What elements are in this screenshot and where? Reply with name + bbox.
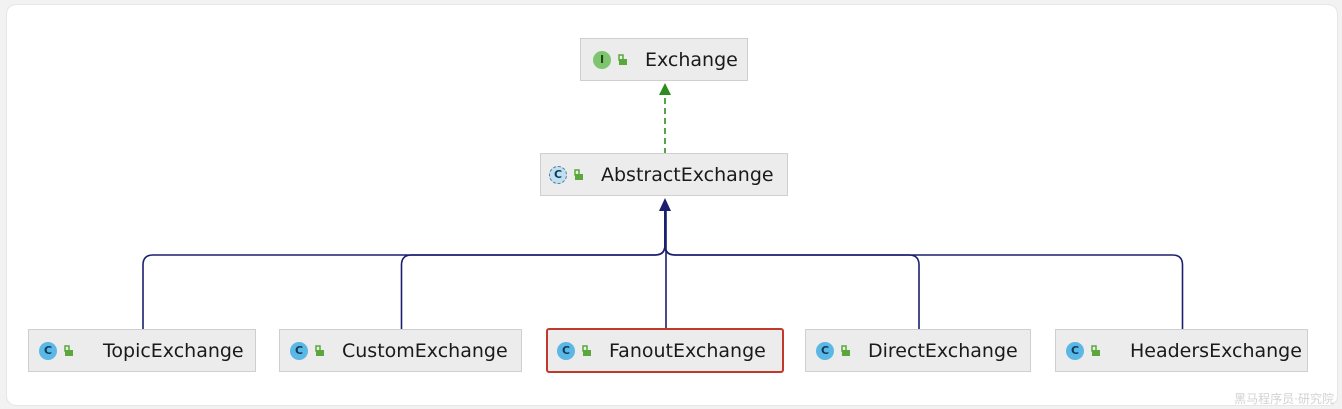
implements-arrowhead bbox=[659, 83, 671, 95]
node-label: HeadersExchange bbox=[1130, 339, 1302, 362]
node-label: CustomExchange bbox=[342, 339, 508, 362]
extends-arrowhead bbox=[659, 198, 671, 211]
lock-icon bbox=[841, 344, 850, 356]
node-custom-exchange[interactable]: C CustomExchange bbox=[279, 329, 522, 372]
inheritance-links bbox=[142, 83, 1184, 330]
node-label: AbstractExchange bbox=[601, 163, 774, 186]
node-label: Exchange bbox=[645, 48, 738, 71]
lock-icon bbox=[574, 168, 583, 180]
node-label: DirectExchange bbox=[868, 339, 1018, 362]
interface-icon: I bbox=[593, 50, 611, 69]
node-label: FanoutExchange bbox=[609, 339, 766, 362]
lock-icon bbox=[618, 53, 627, 65]
node-direct-exchange[interactable]: C DirectExchange bbox=[805, 329, 1031, 372]
class-icon: C bbox=[290, 341, 308, 360]
edge-topic-to-abstract bbox=[142, 209, 666, 330]
edge-direct-to-abstract bbox=[664, 209, 920, 330]
lock-icon bbox=[1091, 344, 1100, 356]
node-headers-exchange[interactable]: C HeadersExchange bbox=[1055, 329, 1308, 372]
edge-custom-to-abstract bbox=[400, 209, 666, 330]
lock-icon bbox=[582, 344, 591, 356]
class-icon: C bbox=[816, 341, 834, 360]
watermark: 黑马程序员·研究院 bbox=[1234, 392, 1334, 406]
node-label: TopicExchange bbox=[103, 339, 244, 362]
edge-headers-to-abstract bbox=[664, 209, 1184, 330]
node-fanout-exchange[interactable]: C FanoutExchange bbox=[546, 328, 784, 373]
node-abstract-exchange[interactable]: C AbstractExchange bbox=[540, 153, 788, 196]
node-topic-exchange[interactable]: C TopicExchange bbox=[28, 329, 256, 372]
lock-icon bbox=[64, 344, 73, 356]
diagram-canvas: I Exchange C AbstractExchange C TopicExc… bbox=[6, 4, 1338, 406]
abstract-class-icon: C bbox=[549, 165, 567, 184]
class-icon: C bbox=[1066, 341, 1084, 360]
class-icon: C bbox=[39, 341, 57, 360]
node-exchange[interactable]: I Exchange bbox=[580, 38, 748, 81]
lock-icon bbox=[315, 344, 324, 356]
class-icon: C bbox=[557, 341, 575, 360]
